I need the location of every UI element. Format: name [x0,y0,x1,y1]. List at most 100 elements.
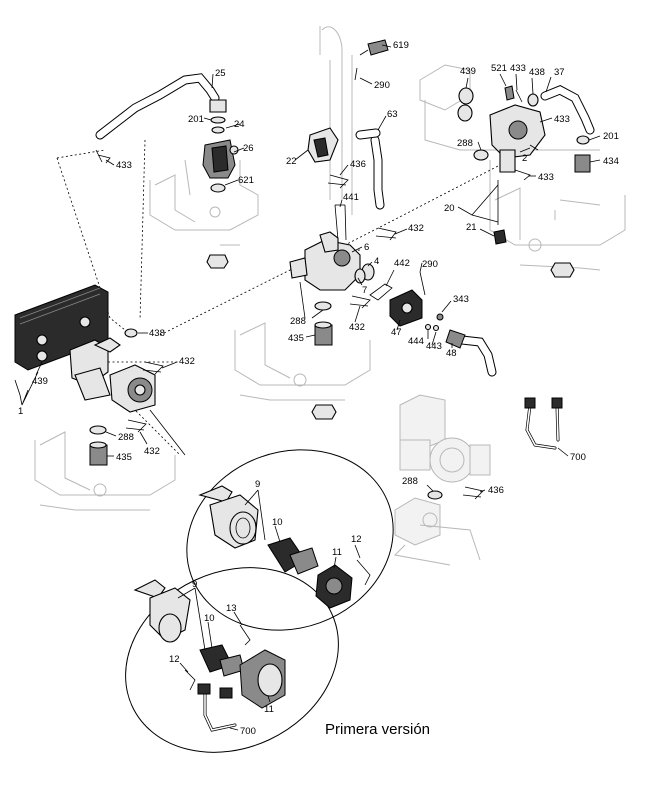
ghost-chassis-left-top [149,159,259,246]
label-21: 21 [466,222,477,233]
part-438-ring-right [527,93,539,107]
label-433-right-mid: 433 [554,114,570,125]
part-435-fitting-center [314,321,333,346]
label-288-left: 288 [118,432,134,443]
part-11-motor-lower [239,649,286,709]
label-288-center: 288 [290,316,306,327]
part-442-gasket [369,283,393,301]
label-439-left: 439 [32,376,48,387]
label-288-right: 288 [457,138,473,149]
part-right-manifold [489,104,546,173]
label-433-left: 433 [116,160,132,171]
part-288-ring-center [314,301,332,311]
part-288-ring-right [473,149,489,161]
part-434-fitting [574,154,591,173]
part-521-sensor [504,85,515,101]
label-10-upper: 10 [272,517,283,528]
clip-432-center [375,227,397,241]
label-12-upper: 12 [351,534,362,545]
part-10-cartridge-lower [199,644,245,677]
label-9-upper: 9 [255,479,260,490]
label-290-center: 290 [422,259,438,270]
part-12-clip-lower [184,669,196,691]
detail-oval-lower [125,567,339,753]
pipe-37 [540,85,595,135]
label-439-right: 439 [460,66,476,77]
label-22: 22 [286,156,297,167]
part-1-heat-exchanger [14,284,109,371]
ghost-vertical-pipe [321,26,343,49]
part-433-clip-right-top [515,89,523,103]
clip-432-left-top [142,361,164,375]
label-436-right: 436 [488,485,504,496]
pipe-63 [355,128,385,210]
label-13: 13 [226,603,237,614]
label-11-lower: 11 [264,704,274,715]
part-290-wire-center [419,271,426,296]
label-leaders [14,44,601,731]
label-432-lower-center: 432 [349,322,365,333]
label-288-right-lower: 288 [402,476,418,487]
label-433-right-low: 433 [538,172,554,183]
label-442: 442 [394,258,410,269]
label-7: 7 [362,285,367,296]
label-433-right-top: 433 [510,63,526,74]
clip-432-lower-center [349,295,371,309]
label-1: 1 [18,406,23,417]
label-700-lower: 700 [240,726,256,737]
part-6-main-manifold [289,231,361,291]
part-12-clip-upper [356,559,371,586]
label-444: 444 [408,336,424,347]
part-288-ring-right-lower [427,490,443,500]
nut-center-bottom [311,404,337,420]
part-9-body-lower [133,579,191,643]
label-434: 434 [603,156,619,167]
clip-436-center [327,174,349,189]
label-47: 47 [391,327,402,338]
part-621-ring [210,183,226,193]
label-26: 26 [243,143,254,154]
nut-top-left [206,254,229,269]
label-436-center: 436 [350,159,366,170]
label-432-left-top: 432 [179,356,195,367]
part-435-fitting-left [89,441,108,466]
part-pump-assembly-left [69,337,156,413]
label-432-center: 432 [408,223,424,234]
label-25: 25 [215,68,226,79]
label-619: 619 [393,40,409,51]
label-201-right: 201 [603,131,619,142]
detail-oval-upper [186,449,394,631]
clip-436-right [462,486,484,500]
label-12-lower: 12 [169,654,180,665]
ghost-chassis-center [234,26,371,401]
label-443: 443 [426,341,442,352]
label-63: 63 [387,109,398,120]
label-4: 4 [374,256,379,267]
part-201-ring-right [576,135,590,145]
part-11-motor-upper [315,564,353,609]
part-439-rings-right [457,87,474,122]
detail-callout-line [149,409,186,456]
part-433-clip-right-mid [514,169,531,181]
part-24-seal [209,99,227,134]
part-9-body-upper [198,485,259,549]
label-435-left: 435 [116,452,132,463]
part-444-443-small [424,323,440,332]
label-438-left: 438 [149,328,165,339]
label-201-left: 201 [188,114,204,125]
label-24: 24 [234,119,245,130]
ghost-pump-assembly [393,394,491,566]
label-37: 37 [554,67,565,78]
label-438-right: 438 [529,67,545,78]
label-432-left-bottom: 432 [144,446,160,457]
clip-432-left-bottom [125,419,147,433]
nut-right [550,262,575,278]
label-290-top: 290 [374,80,390,91]
label-441: 441 [343,192,359,203]
part-288-ring-left [89,425,107,435]
part-441-bracket [334,204,347,241]
label-9-lower: 9 [192,579,197,590]
label-521: 521 [491,63,507,74]
label-48: 48 [446,348,457,359]
